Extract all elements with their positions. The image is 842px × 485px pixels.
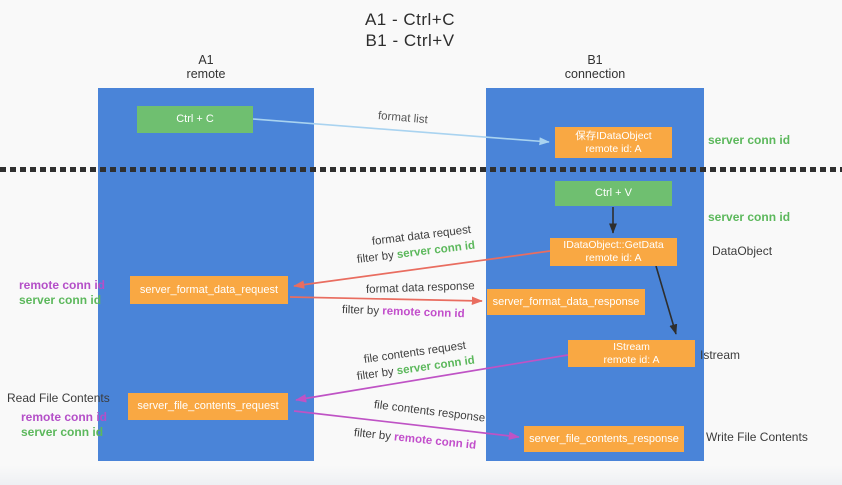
label-server-conn-id-left1: server conn id: [19, 293, 102, 307]
format-list-arrow: [252, 118, 550, 146]
label-write-file-contents: Write File Contents: [706, 430, 808, 444]
node-save-idataobject-line1: 保存IDataObject: [575, 129, 652, 142]
node-file-response-label: server_file_contents_response: [529, 432, 679, 445]
node-istream-line2: remote id: A: [603, 353, 660, 366]
node-save-idataobject-line2: remote id: A: [585, 142, 642, 155]
column-header-b1: B1 connection: [486, 53, 704, 81]
node-ctrl-v-label: Ctrl + V: [595, 187, 632, 199]
node-save-idataobject: 保存IDataObject remote id: A: [555, 127, 672, 158]
column-b1-name: B1: [587, 53, 603, 67]
label-istream: Istream: [700, 348, 741, 362]
label-remote-conn-id-left2: remote conn id: [21, 410, 108, 424]
label-server-conn-id-top: server conn id: [708, 133, 791, 147]
node-ctrl-c: Ctrl + C: [137, 106, 253, 133]
label-dataobject: DataObject: [712, 244, 773, 258]
node-getdata-line2: remote id: A: [585, 252, 642, 264]
node-format-request-label: server_format_data_request: [139, 283, 279, 296]
node-format-response-label: server_format_data_response: [492, 295, 640, 308]
node-server-file-contents-response: server_file_contents_response: [524, 426, 684, 452]
node-istream-line1: IStream: [613, 340, 650, 353]
label-server-conn-id-left2: server conn id: [21, 425, 104, 439]
file-contents-request-arrow: [295, 354, 569, 403]
file-contents-response-arrow: [293, 410, 520, 441]
node-istream: IStream remote id: A: [568, 340, 695, 367]
filter-by-prefix-2: filter by: [341, 304, 383, 318]
format-data-request-arrow: [293, 250, 551, 289]
label-remote-conn-id-left1: remote conn id: [19, 278, 106, 292]
node-idataobject-getdata: IDataObject::GetData remote id: A: [550, 238, 677, 266]
node-server-format-data-request: server_format_data_request: [130, 276, 288, 304]
node-getdata-line1: IDataObject::GetData: [563, 239, 664, 251]
node-server-file-contents-request: server_file_contents_request: [128, 393, 288, 420]
column-b1-subtitle: connection: [564, 67, 626, 81]
label-server-conn-id-mid: server conn id: [708, 210, 791, 224]
getdata-to-istream-arrow: [655, 265, 678, 335]
node-ctrl-v: Ctrl + V: [555, 181, 672, 206]
column-a1-subtitle: remote: [186, 67, 226, 81]
title-line-1: A1 - Ctrl+C: [364, 10, 456, 29]
node-ctrl-c-label: Ctrl + C: [176, 113, 214, 125]
session-divider-dotted-line: [0, 167, 842, 172]
column-a1-name: A1: [198, 53, 214, 67]
format-data-response-arrow: [289, 296, 483, 306]
column-header-a1: A1 remote: [98, 53, 314, 81]
node-file-request-label: server_file_contents_request: [137, 400, 279, 412]
diagram-title: A1 - Ctrl+C B1 - Ctrl+V: [0, 9, 820, 51]
label-read-file-contents: Read File Contents: [7, 391, 110, 405]
title-line-2: B1 - Ctrl+V: [365, 31, 455, 50]
node-server-format-data-response: server_format_data_response: [487, 289, 645, 315]
